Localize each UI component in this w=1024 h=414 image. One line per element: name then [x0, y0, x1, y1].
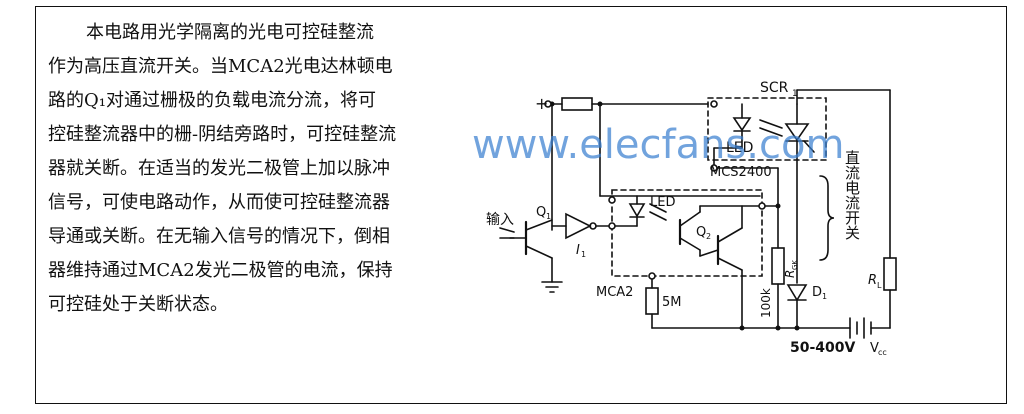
light-arrow — [759, 119, 783, 129]
terminal — [608, 222, 616, 230]
input-resistor — [561, 97, 593, 111]
mcs2400-label: MCS2400 — [710, 165, 772, 180]
description-line: 控硅整流器中的栅-阴结旁路时，可控硅整流 — [48, 124, 397, 145]
description-line: 路的Q₁对通过栅极的负载电流分流，将可 — [48, 90, 376, 111]
description-line: 器维持通过MCA2发光二极管的电流，保持 — [48, 260, 393, 281]
description-line: 信号，可使电路动作，从而使可控硅整流器 — [48, 192, 390, 213]
description-line: 作为高压直流开关。当MCA2光电达林顿电 — [48, 56, 393, 77]
description-line: 可控硅处于关断状态。 — [48, 294, 228, 315]
switch-brace — [819, 175, 835, 261]
q1-label: Q — [536, 205, 546, 220]
resistor-100k-label: 100k — [759, 288, 773, 318]
light-arrow — [649, 203, 667, 213]
junction-dot — [794, 325, 800, 331]
resistor-5m-label: 5M — [662, 295, 682, 310]
voltage-label: 50-400V — [790, 340, 856, 356]
description-line: 本电路用光学隔离的光电可控硅整流 — [86, 22, 374, 43]
terminal — [544, 100, 552, 108]
rgk-subscript: GK — [791, 260, 799, 270]
junction-dot — [739, 325, 745, 331]
q2-label: Q — [696, 225, 706, 240]
rl-label: R — [868, 273, 877, 288]
light-arrow — [759, 127, 783, 137]
vcc-subscript: cc — [878, 348, 887, 357]
mcs2400-box — [707, 97, 827, 161]
q1-subscript: 1 — [546, 212, 551, 221]
plus-sign: + — [535, 94, 548, 113]
rl-subscript: L — [877, 281, 882, 290]
load-resistor — [883, 257, 897, 291]
switch-label: 直流电流开关 — [843, 150, 861, 240]
terminal — [710, 164, 718, 172]
q2-emitter — [679, 237, 701, 251]
q2b-emitter — [717, 257, 743, 271]
q1-collector — [525, 219, 553, 231]
led-top-label: LED — [726, 140, 753, 156]
d1-subscript: 1 — [822, 292, 827, 301]
input-label: 输入 — [486, 212, 514, 228]
mca2-box — [611, 189, 763, 277]
input-arrow — [499, 227, 515, 233]
description-line: 导通或关断。在无输入信号的情况下，倒相 — [48, 226, 390, 247]
q2-collector — [679, 211, 701, 227]
terminal — [758, 202, 766, 210]
description-paragraph: 本电路用光学隔离的光电可控硅整流 作为高压直流开关。当MCA2光电达林顿电 路的… — [48, 16, 473, 322]
q2b-collector — [717, 227, 743, 243]
vcc-label: V — [870, 341, 879, 356]
resistor-5m — [645, 287, 659, 315]
junction-dot — [775, 203, 781, 209]
q1-emitter — [525, 245, 553, 259]
wire — [699, 249, 719, 257]
scr-label: SCR — [760, 80, 789, 96]
terminal — [608, 196, 616, 204]
d1-label: D — [812, 285, 822, 300]
rgk-label: R — [783, 270, 797, 278]
d1-diode — [786, 284, 808, 302]
i1-subscript: 1 — [581, 250, 586, 259]
watermark: www.elecfans.com — [472, 122, 844, 168]
terminal — [648, 272, 656, 280]
mca2-label: MCA2 — [596, 285, 633, 300]
mca-led — [628, 203, 646, 218]
light-arrow — [649, 211, 667, 221]
led-mid-label: LED — [650, 195, 675, 210]
scr-gate — [803, 140, 815, 153]
inverter — [565, 212, 592, 240]
figure-frame — [35, 6, 1007, 404]
description-line: 器就关断。在适当的发光二极管上加以脉冲 — [48, 158, 390, 179]
junction-dot — [775, 325, 781, 331]
i1-label: I — [576, 243, 580, 258]
scr-subscript: 1 — [792, 89, 798, 99]
junction-dot — [597, 101, 603, 107]
q2-subscript: 2 — [706, 232, 711, 241]
terminal — [710, 100, 718, 108]
